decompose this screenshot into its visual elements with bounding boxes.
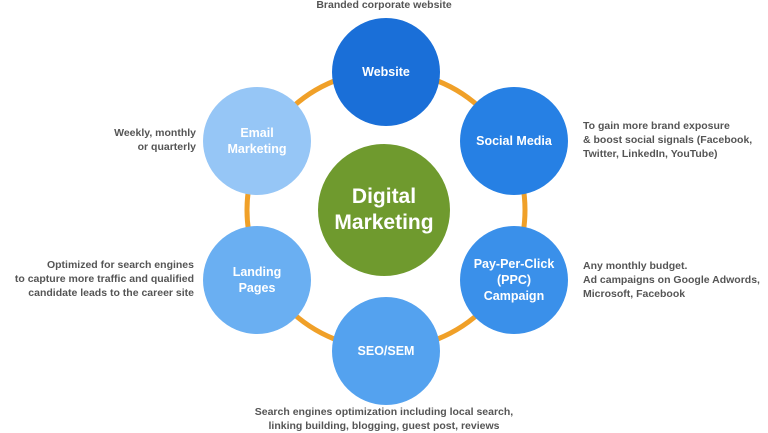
note-website: Branded corporate website bbox=[316, 0, 452, 11]
node-landing-pages: Landing Pages bbox=[203, 226, 311, 334]
note-seo-sem: Search engines optimization including lo… bbox=[254, 406, 514, 432]
node-seo-sem: SEO/SEM bbox=[332, 297, 440, 405]
center-digital-marketing: Digital Marketing bbox=[318, 144, 450, 276]
note-social-media: To gain more brand exposure & boost soci… bbox=[583, 120, 753, 160]
node-website: Website bbox=[332, 18, 440, 126]
note-ppc-campaign: Any monthly budget. Ad campaigns on Goog… bbox=[583, 260, 760, 300]
node-social-media: Social Media bbox=[460, 87, 568, 195]
node-ppc-campaign: Pay-Per-Click (PPC) Campaign bbox=[460, 226, 568, 334]
note-email-marketing: Weekly, monthly or quarterly bbox=[114, 127, 196, 153]
node-email-marketing: Email Marketing bbox=[203, 87, 311, 195]
note-landing-pages: Optimized for search engines to capture … bbox=[14, 259, 194, 299]
